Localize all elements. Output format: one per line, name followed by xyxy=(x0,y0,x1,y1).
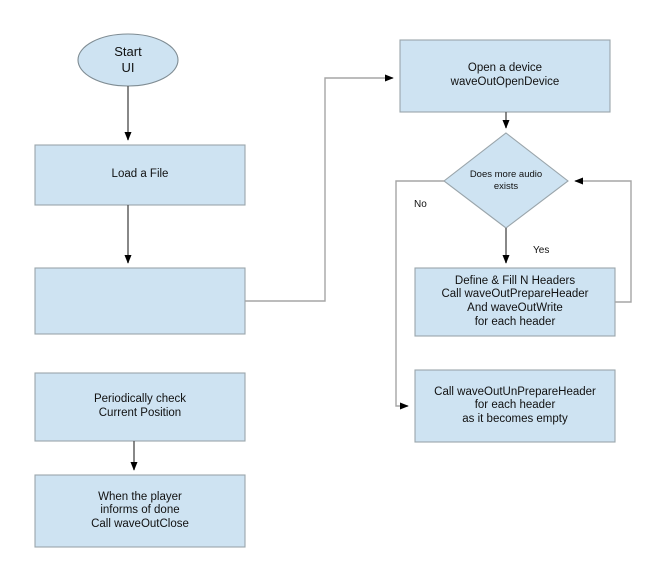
node-decision-more-audio[interactable] xyxy=(443,132,569,229)
node-empty-box[interactable] xyxy=(34,267,246,335)
node-fill-headers[interactable] xyxy=(414,267,616,337)
node-player-done[interactable] xyxy=(34,474,246,548)
node-periodic-check[interactable] xyxy=(34,372,246,442)
edge-fill-headers-loop-to-decision xyxy=(574,177,632,303)
edge-label-no: No xyxy=(414,199,427,210)
edge-empty-box-to-open-device xyxy=(245,74,394,302)
edge-label-yes: Yes xyxy=(533,245,550,256)
edge-decision-no-to-unprepare-header xyxy=(395,180,444,410)
node-unprepare-header[interactable] xyxy=(414,369,616,443)
node-start[interactable] xyxy=(77,33,179,87)
node-open-device[interactable] xyxy=(399,39,611,113)
node-load-file[interactable] xyxy=(34,144,246,206)
